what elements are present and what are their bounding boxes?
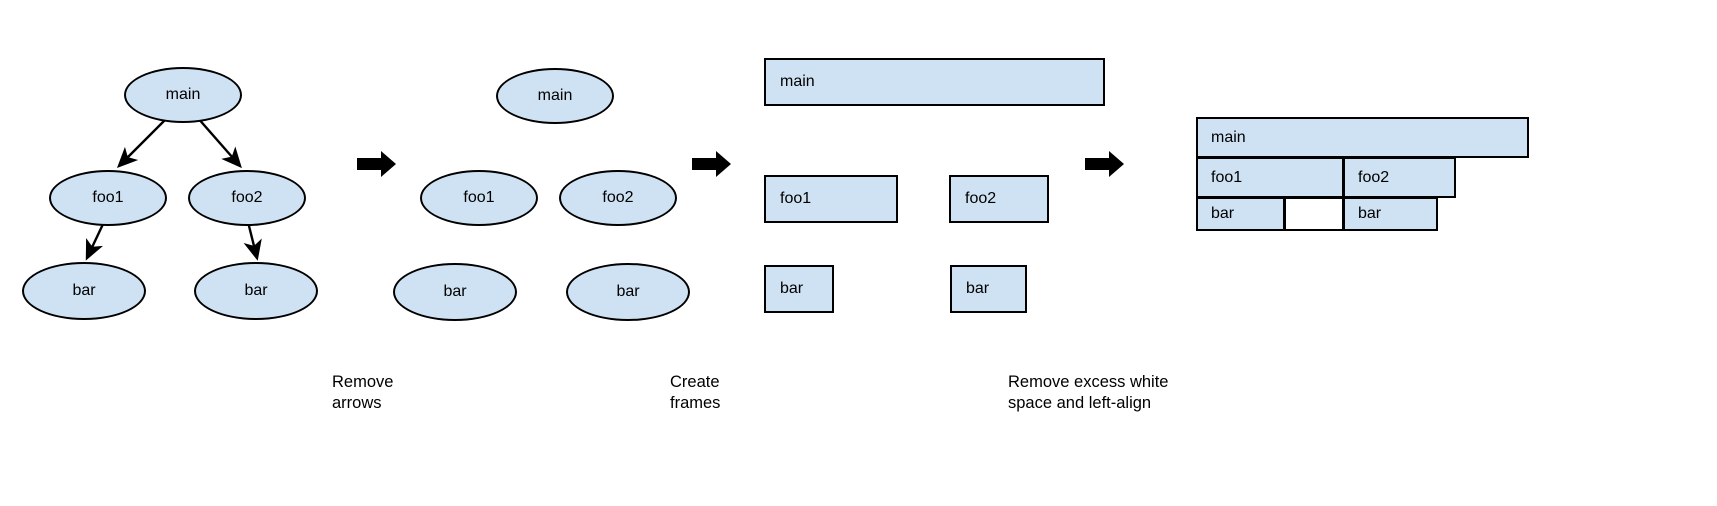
node-label: foo2	[231, 189, 263, 206]
node-label: main	[537, 87, 573, 104]
node-label: main	[780, 73, 815, 90]
node-label: bar	[780, 280, 804, 297]
node-label: main	[165, 86, 201, 103]
panel-2-node-foo2[interactable]: foo2	[559, 170, 677, 226]
panel-4-gap-cell	[1284, 197, 1344, 231]
transition-caption-3: Remove excess white space and left-align	[1008, 373, 1169, 412]
transition-caption-1: Remove arrows	[332, 373, 394, 412]
panel-4-node-bar-right[interactable]: bar	[1343, 197, 1438, 231]
panel-4-node-foo1[interactable]: foo1	[1196, 157, 1344, 198]
node-label: bar	[966, 280, 990, 297]
edge-main-foo1	[116, 116, 169, 169]
node-label: foo1	[92, 189, 124, 206]
panel-2-node-bar-left[interactable]: bar	[393, 263, 517, 321]
panel-4-node-foo2[interactable]: foo2	[1343, 157, 1456, 198]
transition-arrow-3	[1085, 151, 1124, 177]
node-label: foo1	[1211, 168, 1243, 186]
panel-2-node-bar-right[interactable]: bar	[566, 263, 690, 321]
node-label: foo2	[1358, 168, 1390, 186]
panel-3-node-main[interactable]: main	[764, 58, 1105, 106]
node-label: bar	[1358, 205, 1382, 222]
panel-1-node-bar-right[interactable]: bar	[194, 262, 318, 320]
panel-1-node-main[interactable]: main	[124, 67, 242, 123]
node-label: foo2	[965, 190, 997, 207]
transition-arrow-2	[692, 151, 731, 177]
node-label: main	[1211, 128, 1246, 146]
panel-3-node-foo1[interactable]: foo1	[764, 175, 898, 223]
panel-4-node-main[interactable]: main	[1196, 117, 1529, 158]
transition-caption-2: Create frames	[670, 373, 721, 412]
edge-foo1-bar	[85, 221, 106, 261]
node-label: foo1	[780, 190, 812, 207]
edge-main-foo2	[196, 116, 242, 169]
panel-1-node-bar-left[interactable]: bar	[22, 262, 146, 320]
panel-1-node-foo1[interactable]: foo1	[49, 170, 167, 226]
node-label: bar	[72, 282, 96, 299]
panel-3-node-foo2[interactable]: foo2	[949, 175, 1049, 223]
node-label: bar	[616, 283, 640, 300]
panel-3-node-bar-left[interactable]: bar	[764, 265, 834, 313]
node-label: bar	[1211, 205, 1235, 222]
panel-1-node-foo2[interactable]: foo2	[188, 170, 306, 226]
node-label: bar	[244, 282, 268, 299]
panel-2-node-foo1[interactable]: foo1	[420, 170, 538, 226]
node-label: foo1	[463, 189, 495, 206]
node-label: foo2	[602, 189, 634, 206]
edge-foo2-bar	[243, 221, 262, 261]
node-label: bar	[443, 283, 467, 300]
panel-4-node-bar-left[interactable]: bar	[1196, 197, 1285, 231]
transition-arrow-1	[357, 151, 396, 177]
panel-2-node-main[interactable]: main	[496, 68, 614, 124]
panel-3-node-bar-right[interactable]: bar	[950, 265, 1027, 313]
